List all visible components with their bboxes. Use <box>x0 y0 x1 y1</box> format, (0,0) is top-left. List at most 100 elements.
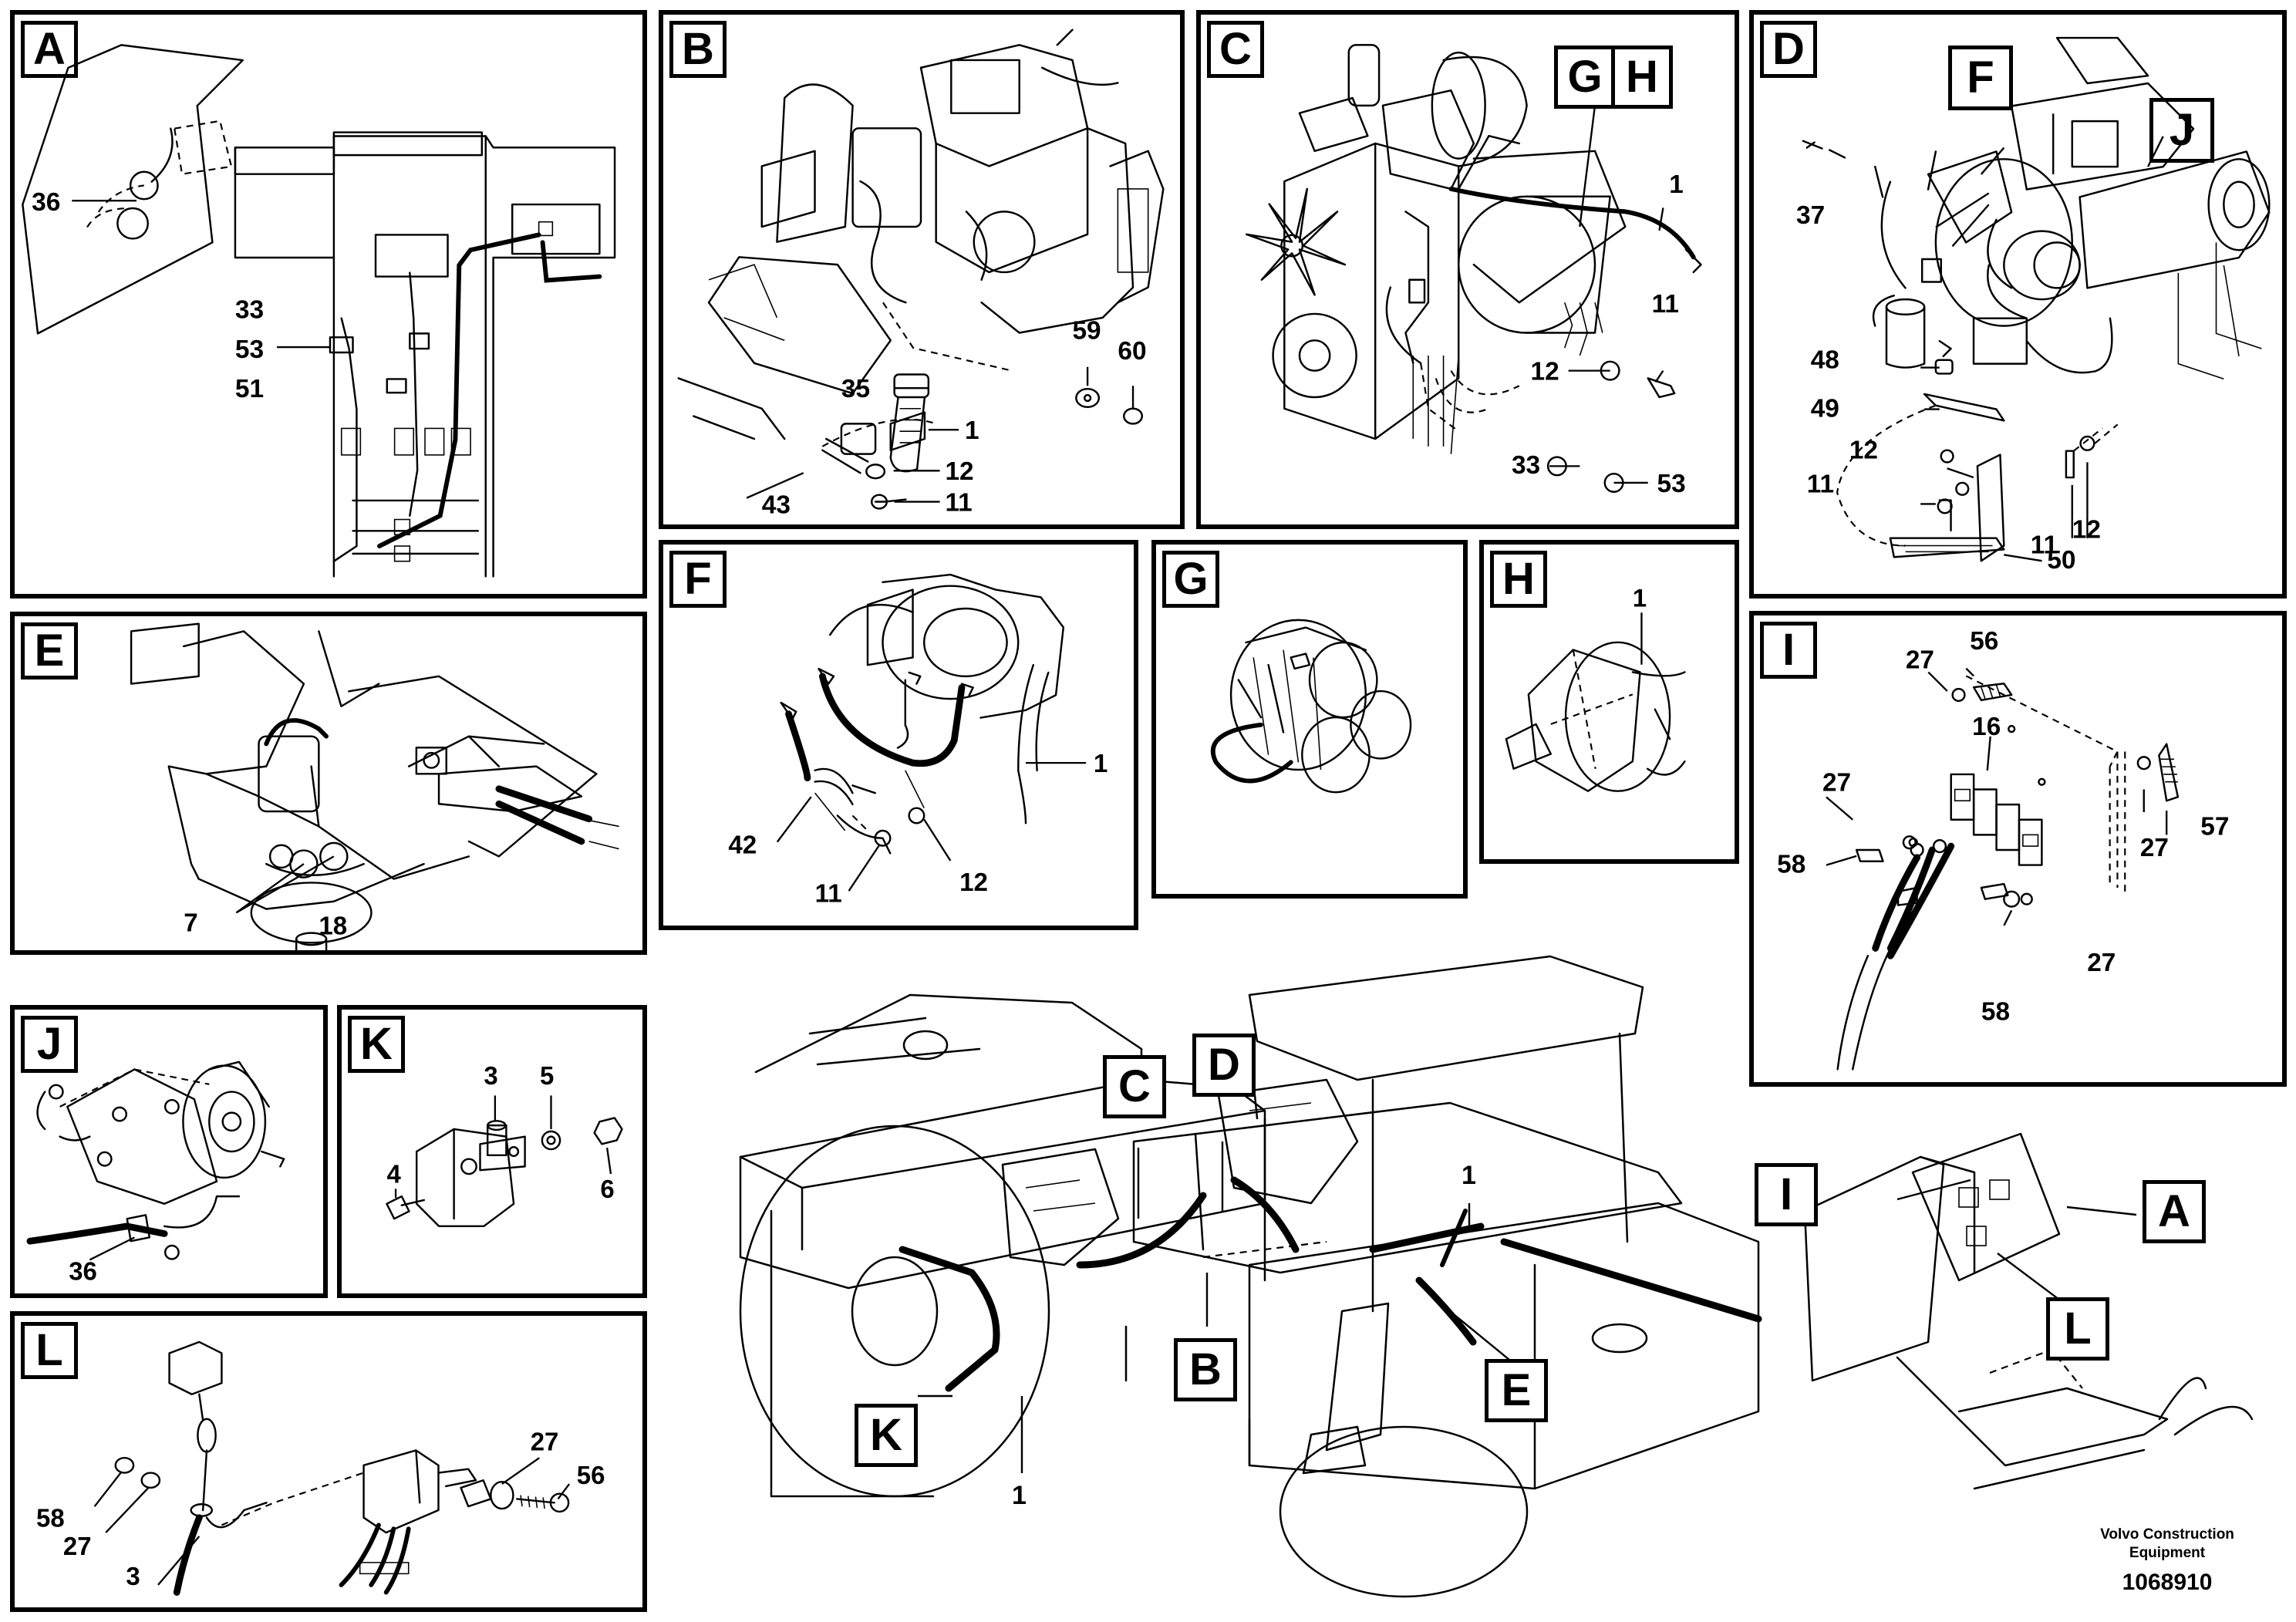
label-42: 42 <box>728 831 757 859</box>
label-11: 11 <box>1807 470 1834 499</box>
panel-h-letter: H <box>1490 551 1547 608</box>
label-35: 35 <box>841 375 870 403</box>
panel-j: J 36 <box>10 1005 328 1298</box>
label-5: 5 <box>540 1061 554 1090</box>
label-48: 48 <box>1811 346 1839 375</box>
label-57: 57 <box>2200 812 2229 841</box>
overview-callout-k: K <box>855 1404 918 1467</box>
panel-f-letter: F <box>669 551 727 608</box>
panel-c-letter: C <box>1207 21 1264 78</box>
label-58: 58 <box>1777 850 1805 878</box>
label-12: 12 <box>959 868 988 897</box>
label-27-c: 27 <box>2140 834 2169 862</box>
label-12: 12 <box>1531 357 1559 386</box>
label-37: 37 <box>1796 201 1825 230</box>
footer-part-number: 1068910 <box>2122 1570 2213 1595</box>
panel-g-letter: G <box>1162 551 1219 608</box>
panel-h: H 1 <box>1479 540 1739 864</box>
panel-i: I <box>1749 611 2287 1087</box>
panel-h-drawing <box>1505 612 1686 792</box>
footer-company: Volvo Construction Equipment <box>2100 1526 2234 1561</box>
panel-a: A <box>10 10 647 599</box>
panel-l-letter: L <box>21 1322 78 1379</box>
label-51: 51 <box>235 375 264 403</box>
panel-b: B <box>659 10 1185 529</box>
panel-e-drawing <box>130 622 619 950</box>
panel-a-letter: A <box>21 21 78 78</box>
label-36: 36 <box>32 188 60 217</box>
label-12-b: 12 <box>2072 516 2101 545</box>
panel-l-drawing <box>93 1340 571 1596</box>
label-4: 4 <box>386 1160 401 1189</box>
overview-label-1: 1 <box>1462 1161 1476 1190</box>
panel-d-letter: D <box>1760 21 1817 78</box>
label-27-b: 27 <box>63 1532 92 1560</box>
label-3: 3 <box>484 1061 497 1090</box>
dashboard-callout-a: A <box>2143 1180 2206 1243</box>
label-11-b: 11 <box>2031 531 2058 559</box>
label-59: 59 <box>1072 316 1101 345</box>
callout-j: J <box>2149 98 2214 163</box>
label-12: 12 <box>945 457 973 486</box>
panel-g-drawing <box>1210 619 1412 794</box>
label-60: 60 <box>1118 337 1146 366</box>
label-58-b: 58 <box>1981 998 2010 1027</box>
label-11: 11 <box>945 488 972 517</box>
label-27: 27 <box>531 1427 559 1455</box>
label-58: 58 <box>36 1503 65 1532</box>
label-12: 12 <box>1849 436 1878 464</box>
label-53: 53 <box>1657 470 1686 498</box>
panel-d-drawing <box>1802 36 2271 562</box>
label-33: 33 <box>1512 451 1540 480</box>
label-3: 3 <box>126 1562 140 1590</box>
panel-k-drawing <box>386 1095 623 1228</box>
panel-k-letter: K <box>348 1016 405 1073</box>
label-50: 50 <box>2047 546 2075 575</box>
panel-k: K 3 5 4 6 <box>337 1005 647 1298</box>
label-1: 1 <box>1094 750 1108 778</box>
panel-c: C G H <box>1196 10 1739 529</box>
overview-callout-c: C <box>1103 1055 1166 1118</box>
label-53: 53 <box>235 336 264 364</box>
label-49: 49 <box>1811 394 1839 423</box>
label-27: 27 <box>1906 646 1934 675</box>
label-1: 1 <box>1669 170 1684 199</box>
label-33: 33 <box>235 296 264 325</box>
label-11: 11 <box>815 880 842 909</box>
panel-a-drawing <box>22 44 616 578</box>
label-1: 1 <box>965 416 979 445</box>
panel-f: F 1 42 11 <box>659 540 1138 930</box>
overview-callout-d: D <box>1192 1034 1256 1097</box>
panel-f-drawing <box>776 573 1087 892</box>
panel-g: G <box>1151 540 1468 899</box>
panel-e: E 7 1 <box>10 612 647 955</box>
label-56: 56 <box>1970 627 1998 656</box>
label-6: 6 <box>600 1175 614 1203</box>
panel-i-drawing <box>1826 667 2180 1071</box>
panel-c-drawing <box>1245 44 1702 493</box>
label-56: 56 <box>577 1461 605 1489</box>
panel-j-letter: J <box>21 1016 78 1073</box>
panel-i-letter: I <box>1760 622 1817 679</box>
panel-e-letter: E <box>21 622 78 679</box>
panel-b-drawing <box>677 29 1165 510</box>
dashboard-callout-l: L <box>2046 1297 2109 1361</box>
dashboard-callout-i: I <box>1755 1163 1818 1226</box>
overview-callout-b: B <box>1174 1338 1237 1401</box>
label-27-d: 27 <box>2087 949 2116 977</box>
label-18: 18 <box>319 912 347 941</box>
callout-f: F <box>1948 46 2013 110</box>
label-43: 43 <box>762 491 791 519</box>
label-1: 1 <box>1633 584 1647 612</box>
panel-b-letter: B <box>669 21 727 78</box>
label-36: 36 <box>69 1257 97 1286</box>
label-7: 7 <box>184 909 197 938</box>
overview-callout-e: E <box>1485 1359 1548 1422</box>
callout-h: H <box>1611 46 1673 109</box>
overview-label-1-b: 1 <box>1012 1481 1027 1510</box>
panel-d: D F J <box>1749 10 2287 599</box>
panel-l: L 27 56 58 27 <box>10 1311 647 1612</box>
panel-j-drawing <box>26 1061 285 1261</box>
label-11: 11 <box>1652 290 1679 319</box>
